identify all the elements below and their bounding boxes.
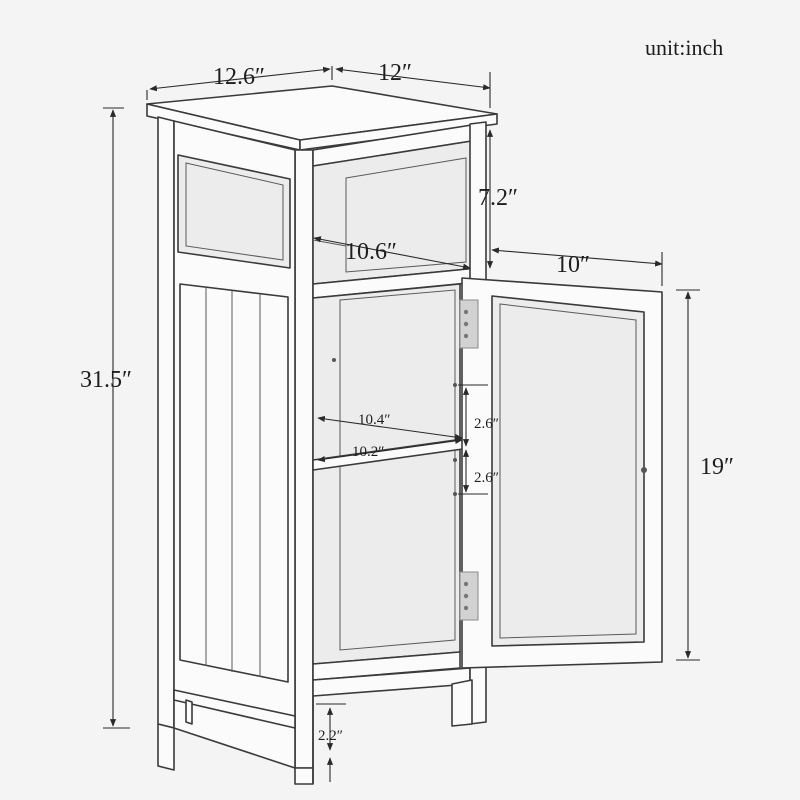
shelf-width-label: 10.2″: [352, 444, 385, 460]
shelf-gap-lower-label: 2.6″: [474, 470, 499, 486]
width-label: 12″: [378, 60, 412, 86]
door-height-label: 19″: [700, 454, 734, 480]
left-front-post: [157, 116, 175, 729]
leg-height-label: 2.2″: [318, 728, 343, 744]
shelf-gap-upper-label: 2.6″: [474, 416, 499, 432]
shelf-depth-label: 10.4″: [358, 412, 391, 428]
cabinet-drawing: [146, 85, 663, 785]
hinge-top-icon: [459, 299, 479, 349]
cabinet-top: [146, 85, 498, 153]
door-knob-icon[interactable]: [641, 467, 647, 473]
open-top-width-label: 10.6″: [345, 239, 397, 265]
depth-label: 12.6″: [213, 64, 265, 90]
legs: [157, 696, 314, 785]
overall-height-label: 31.5″: [80, 367, 132, 393]
right-front-post: [294, 149, 314, 769]
side-panel: [173, 120, 296, 769]
door-width-label: 10″: [556, 252, 590, 278]
cabinet-door[interactable]: [459, 277, 663, 669]
front-frame: [312, 121, 487, 727]
dimension-lines: [103, 66, 700, 782]
unit-label: unit:inch: [645, 35, 723, 60]
open-top-height-label: 7.2″: [478, 185, 518, 211]
hinge-bottom-icon: [459, 571, 479, 621]
